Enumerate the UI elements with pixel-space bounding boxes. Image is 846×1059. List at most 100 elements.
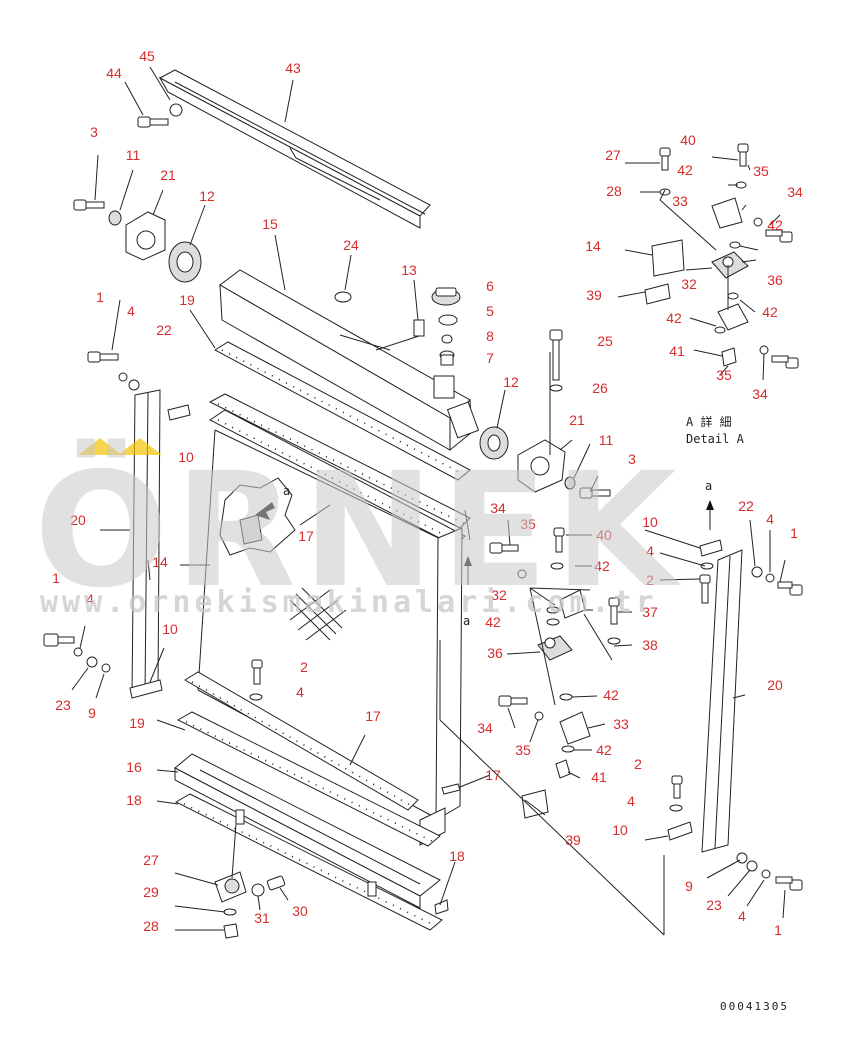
bracket-21-left bbox=[125, 211, 166, 261]
bolt-37 bbox=[608, 597, 620, 625]
view-a-arrow-right bbox=[706, 500, 714, 530]
mount-27 bbox=[214, 871, 247, 903]
callout-24: 24 bbox=[343, 237, 359, 253]
bracket-33-lower bbox=[559, 711, 591, 745]
view-a-letter-left: a bbox=[283, 484, 290, 498]
washer-4-left bbox=[118, 372, 128, 382]
upper-tank-part bbox=[219, 269, 480, 452]
callout-11: 11 bbox=[126, 147, 141, 163]
bracket-32-mid bbox=[559, 589, 586, 619]
washer-22-left bbox=[128, 379, 140, 391]
washer-23-right bbox=[746, 860, 758, 872]
callout-44: 44 bbox=[106, 65, 122, 81]
washer-42-detail-d bbox=[714, 326, 726, 334]
callout-10d: 10 bbox=[162, 621, 178, 637]
callout-41: 41 bbox=[591, 769, 607, 785]
washer-42-mid-c bbox=[546, 618, 560, 626]
callout-42b: 42 bbox=[485, 614, 501, 630]
callout-42c: 42 bbox=[603, 687, 619, 703]
seal-17-small bbox=[441, 783, 461, 795]
view-a-letter-mid: a bbox=[463, 614, 470, 628]
callout-27b: 27 bbox=[605, 147, 621, 163]
callout-10c: 10 bbox=[612, 822, 628, 838]
bracket-10-right-top bbox=[699, 539, 723, 557]
washer-4-lower-left bbox=[73, 647, 83, 657]
callout-19b: 19 bbox=[129, 715, 145, 731]
callout-34: 34 bbox=[490, 500, 506, 516]
callout-33b: 33 bbox=[672, 193, 688, 209]
bolt-40-detail bbox=[737, 143, 749, 167]
washer-31 bbox=[251, 883, 265, 897]
drawing-number: 00041305 bbox=[720, 1000, 789, 1013]
callout-18b: 18 bbox=[449, 848, 465, 864]
washer-42-mid-d bbox=[559, 693, 573, 701]
callout-35: 35 bbox=[520, 516, 536, 532]
washer-9-lower-left bbox=[101, 663, 111, 673]
bracket-33-detail bbox=[711, 197, 743, 229]
nut-28 bbox=[223, 923, 239, 939]
washer-11-right bbox=[564, 476, 576, 490]
bolt-2-right-lower bbox=[671, 775, 683, 799]
washer-24 bbox=[334, 291, 352, 303]
bolt-40-mid bbox=[553, 527, 565, 553]
radiator-core-part bbox=[197, 429, 463, 846]
callout-30: 30 bbox=[292, 903, 308, 919]
washer-42-lower bbox=[561, 745, 575, 753]
washer-42-detail-b bbox=[729, 241, 741, 249]
callout-39: 39 bbox=[565, 832, 581, 848]
callout-labels: 45 44 43 3 11 21 12 15 24 13 6 5 8 7 1 4… bbox=[52, 48, 803, 938]
bolt-34-detail-b bbox=[771, 355, 799, 369]
washer-42-detail-c bbox=[727, 292, 739, 300]
callout-10: 10 bbox=[178, 449, 194, 465]
bolt-34-detail bbox=[765, 229, 793, 243]
callout-1: 1 bbox=[96, 289, 104, 305]
callout-20b: 20 bbox=[767, 677, 783, 693]
washer-4-right bbox=[765, 573, 775, 583]
washer-4-right-lower bbox=[669, 804, 683, 812]
callout-12: 12 bbox=[199, 188, 215, 204]
washer-35-detail bbox=[753, 217, 763, 227]
callout-34c: 34 bbox=[787, 184, 803, 200]
washer-4-lower bbox=[249, 693, 263, 701]
bolt-34-mid bbox=[489, 542, 519, 554]
bolt-27-detail bbox=[659, 147, 671, 171]
seal-17-bottom bbox=[184, 671, 419, 811]
callout-12b: 12 bbox=[503, 374, 519, 390]
callout-6: 6 bbox=[486, 278, 494, 294]
washer-11-left bbox=[108, 210, 122, 226]
callout-42g: 42 bbox=[762, 304, 778, 320]
callout-42: 42 bbox=[594, 558, 610, 574]
washer-9-right bbox=[736, 852, 748, 864]
callout-17: 17 bbox=[298, 528, 314, 544]
callout-40b: 40 bbox=[680, 132, 696, 148]
callout-29: 29 bbox=[143, 884, 159, 900]
bracket-14-detail bbox=[651, 239, 685, 277]
callout-1d: 1 bbox=[52, 570, 60, 586]
callout-42e: 42 bbox=[677, 162, 693, 178]
callout-16: 16 bbox=[126, 759, 142, 775]
washer-45 bbox=[169, 103, 183, 117]
callout-31: 31 bbox=[254, 910, 270, 926]
callout-27: 27 bbox=[143, 852, 159, 868]
seal-19-bottom bbox=[176, 711, 441, 847]
callout-28b: 28 bbox=[606, 183, 622, 199]
callout-35d: 35 bbox=[716, 367, 732, 383]
seal-17-top bbox=[208, 393, 471, 547]
bolt-1-lower-left bbox=[43, 633, 75, 647]
bolt-34-lower bbox=[498, 695, 528, 707]
detail-a bbox=[644, 143, 799, 369]
washer-26 bbox=[549, 384, 563, 392]
callout-2c: 2 bbox=[300, 659, 308, 675]
callout-4b: 4 bbox=[646, 543, 654, 559]
view-a-arrow bbox=[464, 556, 472, 585]
nut-41-detail bbox=[721, 347, 737, 367]
ring-8 bbox=[441, 334, 453, 344]
callout-35c: 35 bbox=[753, 163, 769, 179]
bolt-30 bbox=[266, 875, 286, 891]
cushion-12-left bbox=[168, 241, 202, 283]
radiator-cap-6 bbox=[431, 287, 461, 306]
callout-3: 3 bbox=[90, 124, 98, 140]
callout-38: 38 bbox=[642, 637, 658, 653]
seal-19-top bbox=[213, 341, 471, 481]
